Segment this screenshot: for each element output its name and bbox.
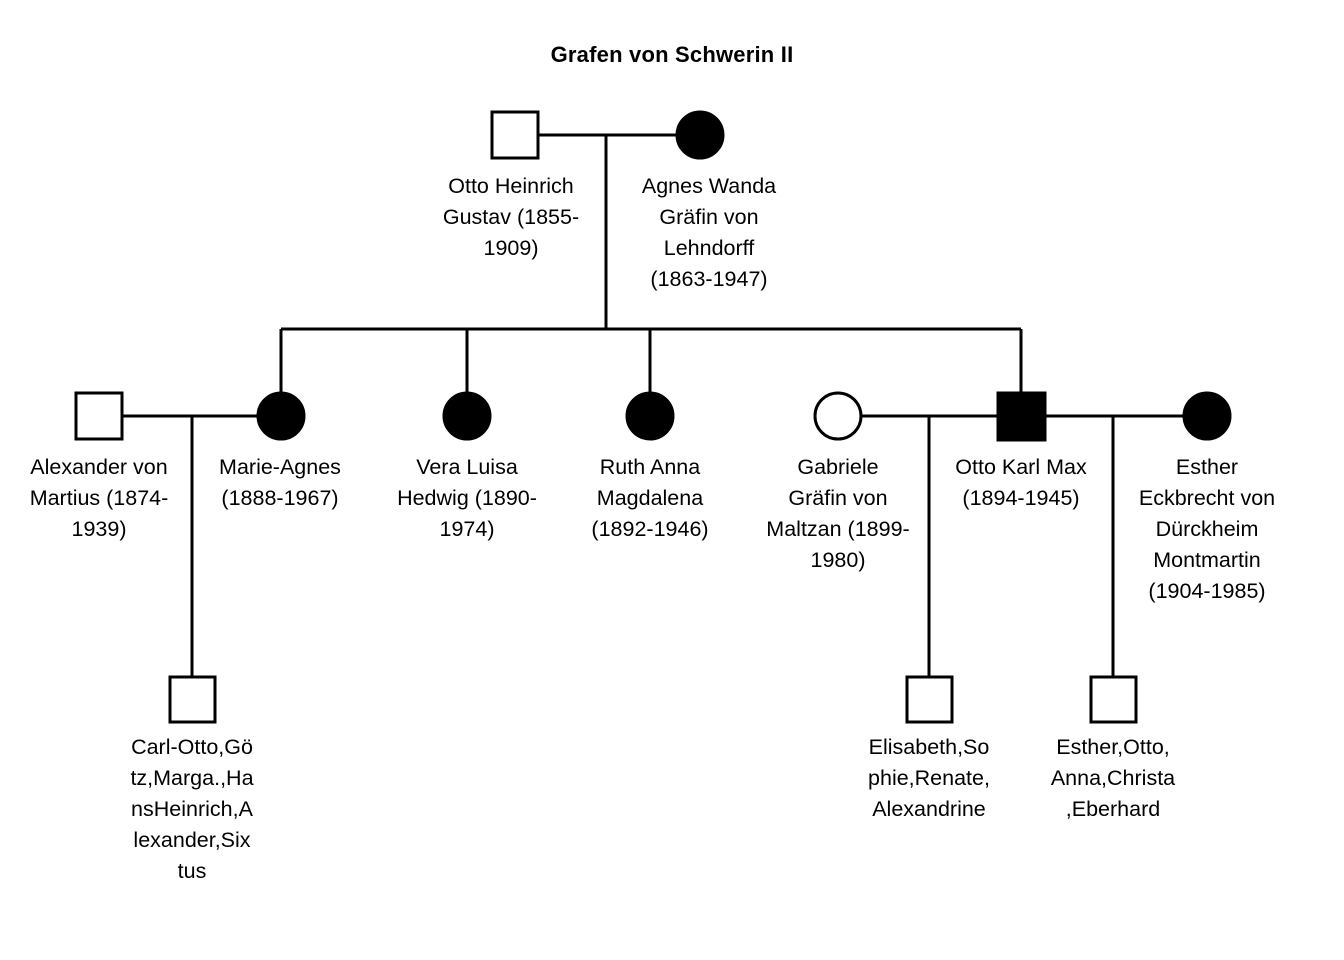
page-title: Grafen von Schwerin II (550, 42, 794, 67)
node-label-vera-luisa-hedwig: Vera Luisa Hedwig (1890- 1974) (397, 455, 537, 541)
node-label-martius-children: Carl-Otto,Gö tz,Marga.,Ha nsHeinrich,A l… (130, 735, 254, 883)
symbol-square-maltzan-children[interactable] (905, 675, 954, 724)
node-label-otto-heinrich-gustav: Otto Heinrich Gustav (1855- 1909) (442, 174, 580, 260)
symbol-circle-gabriele-von-maltzan[interactable] (813, 391, 863, 441)
symbol-square-eckbrecht-children[interactable] (1089, 675, 1138, 724)
symbols-gen3 (168, 675, 1138, 724)
node-label-otto-karl-max: Otto Karl Max (1894-1945) (955, 455, 1087, 510)
connector-lines (122, 133, 1184, 677)
node-label-agnes-wanda: Agnes Wanda Gräfin von Lehndorff (1863-1… (641, 174, 777, 291)
node-label-marie-agnes: Marie-Agnes (1888-1967) (219, 455, 341, 510)
symbol-circle-ruth-anna-magdalena[interactable] (625, 391, 675, 441)
symbol-square-otto-heinrich-gustav[interactable] (490, 110, 540, 160)
symbol-square-martius-children[interactable] (168, 675, 217, 724)
node-label-maltzan-children: Elisabeth,So phie,Renate, Alexandrine (868, 735, 990, 821)
symbol-square-alexander-von-martius[interactable] (74, 391, 124, 441)
symbol-square-otto-karl-max[interactable] (996, 391, 1047, 442)
symbols-gen2 (74, 391, 1232, 442)
node-label-esther-eckbrecht: Esther Eckbrecht von Dürckheim Montmarti… (1138, 455, 1276, 603)
symbol-circle-esther-eckbrecht[interactable] (1182, 391, 1232, 441)
node-label-eckbrecht-children: Esther,Otto, Anna,Christa ,Eberhard (1050, 735, 1176, 821)
symbol-circle-vera-luisa-hedwig[interactable] (442, 391, 492, 441)
node-label-ruth-anna-magdalena: Ruth Anna Magdalena (1892-1946) (591, 455, 709, 541)
symbol-circle-marie-agnes[interactable] (256, 391, 306, 441)
node-label-gabriele-von-maltzan: Gabriele Gräfin von Maltzan (1899- 1980) (766, 455, 910, 572)
symbols-gen1 (490, 110, 725, 160)
symbol-circle-agnes-wanda[interactable] (675, 110, 725, 160)
node-label-alexander-von-martius: Alexander von Martius (1874- 1939) (29, 455, 169, 541)
